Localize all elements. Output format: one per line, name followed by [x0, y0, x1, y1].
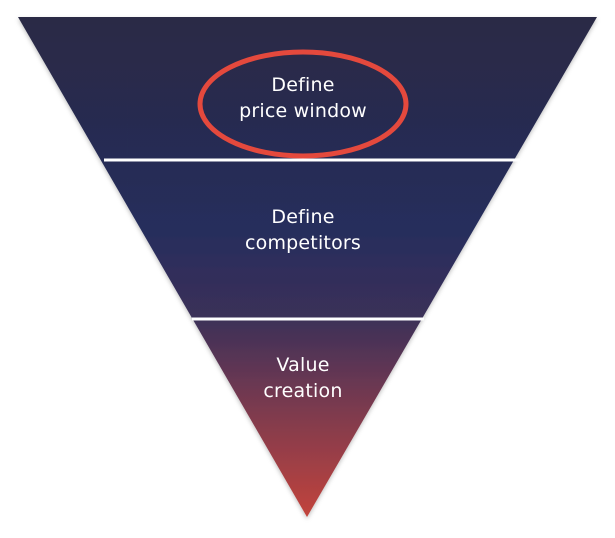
level-1-line-2: price window	[239, 100, 367, 122]
level-value-creation: Value creation	[173, 352, 433, 404]
level-3-line-2: creation	[263, 380, 343, 402]
level-3-line-1: Value	[276, 354, 330, 376]
funnel-triangle	[18, 17, 597, 517]
level-define-price-window: Define price window	[173, 72, 433, 124]
highlight-ring	[197, 49, 409, 159]
level-2-line-1: Define	[271, 206, 335, 228]
level-1-line-1: Define	[271, 74, 335, 96]
level-2-line-2: competitors	[244, 232, 362, 254]
level-define-competitors: Define competitors	[173, 204, 433, 256]
